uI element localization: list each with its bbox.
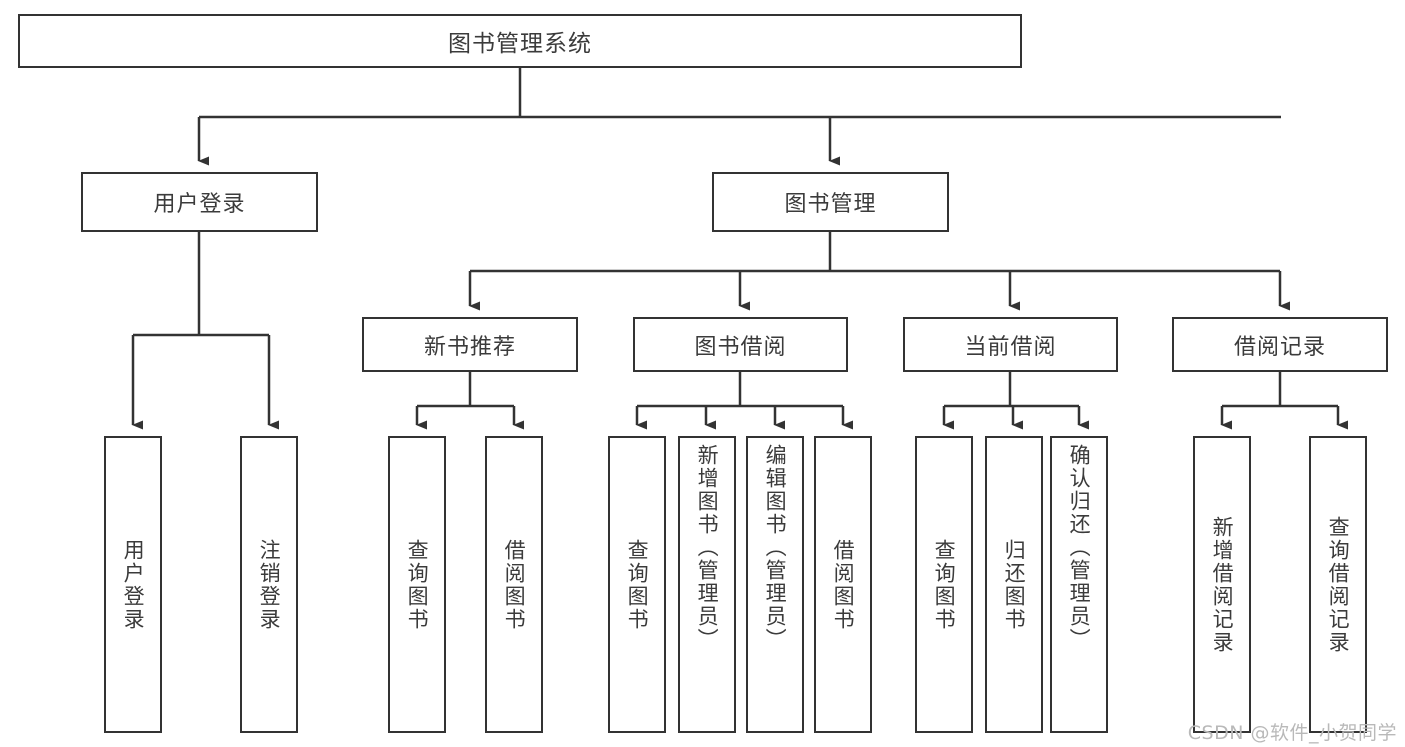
node-label: 图书管理 bbox=[784, 192, 877, 217]
node-new-book-recommend[interactable]: 新书推荐 bbox=[362, 317, 578, 372]
node-book-borrow[interactable]: 图书借阅 bbox=[633, 317, 848, 372]
leaf-label: 借阅图书 bbox=[502, 538, 527, 631]
leaf-label: 注销登录 bbox=[257, 538, 282, 631]
leaf-book-borrow-0[interactable]: 查询图书 bbox=[608, 436, 666, 733]
leaf-label: 编辑图书（管理员） bbox=[763, 444, 788, 651]
leaf-label: 查询借阅记录 bbox=[1326, 515, 1351, 654]
leaf-label: 查询图书 bbox=[625, 538, 650, 631]
leaf-label: 新增借阅记录 bbox=[1210, 515, 1235, 654]
leaf-new-book-rec-1[interactable]: 借阅图书 bbox=[485, 436, 543, 733]
leaf-label: 查询图书 bbox=[405, 538, 430, 631]
leaf-book-borrow-3[interactable]: 借阅图书 bbox=[814, 436, 872, 733]
leaf-book-borrow-1[interactable]: 新增图书（管理员） bbox=[678, 436, 736, 733]
node-label: 新书推荐 bbox=[423, 334, 516, 360]
leaf-label: 用户登录 bbox=[121, 538, 146, 631]
leaf-borrow-record-1[interactable]: 查询借阅记录 bbox=[1309, 436, 1367, 733]
leaf-label: 归还图书 bbox=[1002, 538, 1027, 631]
leaf-label: 查询图书 bbox=[932, 538, 957, 631]
node-label: 当前借阅 bbox=[964, 334, 1057, 360]
node-label: 图书管理系统 bbox=[448, 31, 592, 57]
node-root-system[interactable]: 图书管理系统 bbox=[18, 14, 1022, 68]
leaf-current-borrow-2[interactable]: 确认归还（管理员） bbox=[1050, 436, 1108, 733]
leaf-label: 借阅图书 bbox=[831, 538, 856, 631]
leaf-book-borrow-2[interactable]: 编辑图书（管理员） bbox=[746, 436, 804, 733]
leaf-current-borrow-0[interactable]: 查询图书 bbox=[915, 436, 973, 733]
leaf-current-borrow-1[interactable]: 归还图书 bbox=[985, 436, 1043, 733]
node-book-manage[interactable]: 图书管理 bbox=[712, 172, 949, 232]
leaf-new-book-rec-0[interactable]: 查询图书 bbox=[388, 436, 446, 733]
leaf-label: 新增图书（管理员） bbox=[695, 444, 720, 651]
node-label: 用户登录 bbox=[153, 192, 246, 217]
leaf-borrow-record-0[interactable]: 新增借阅记录 bbox=[1193, 436, 1251, 733]
node-label: 借阅记录 bbox=[1233, 334, 1326, 360]
watermark: CSDN @软件_小贺同学 bbox=[1187, 722, 1397, 744]
leaf-user-login-1[interactable]: 注销登录 bbox=[240, 436, 298, 733]
node-label: 图书借阅 bbox=[694, 334, 787, 360]
leaf-label: 确认归还（管理员） bbox=[1067, 444, 1092, 651]
node-borrow-record[interactable]: 借阅记录 bbox=[1172, 317, 1388, 372]
leaf-user-login-0[interactable]: 用户登录 bbox=[104, 436, 162, 733]
node-user-login[interactable]: 用户登录 bbox=[81, 172, 318, 232]
node-current-borrow[interactable]: 当前借阅 bbox=[903, 317, 1118, 372]
